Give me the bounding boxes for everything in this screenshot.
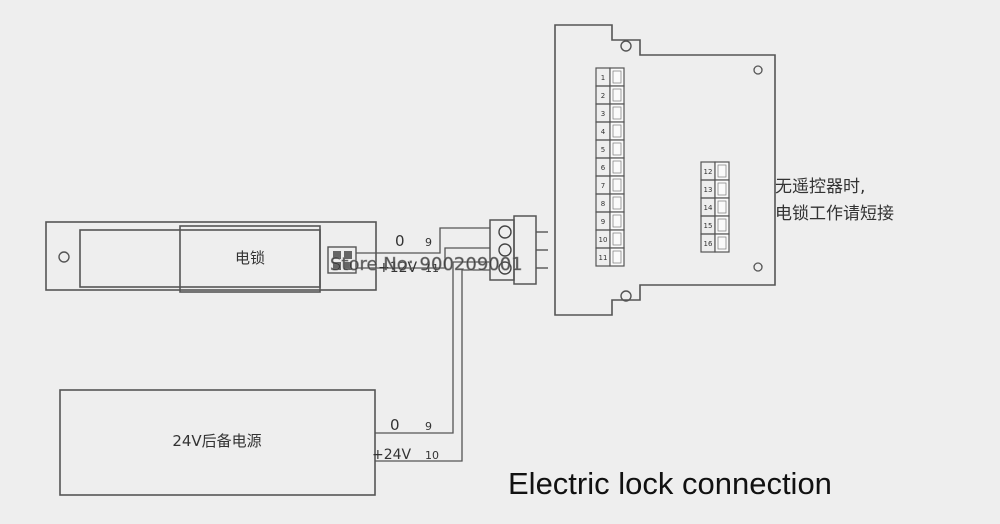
lock-terminal-screw: [333, 262, 341, 270]
main-terminal-10: 10: [595, 229, 625, 249]
power-wires: [375, 261, 490, 462]
terminal-number: 4: [601, 128, 606, 136]
power-terminal-0-label: 0: [390, 416, 400, 434]
terminal-number: 6: [601, 164, 606, 172]
terminal-number: 5: [601, 146, 605, 154]
controller-mount-hole: [753, 65, 763, 75]
main-terminal-9: 9: [595, 211, 625, 231]
power-terminal-10-label: 10: [425, 449, 439, 462]
main-terminal-4: 4: [595, 121, 625, 141]
lock-terminal-screw: [344, 251, 352, 259]
main-terminal-strip: 1 2 3 4 5 6 7 8 9 10 11: [595, 67, 625, 267]
main-terminal-8: 8: [595, 193, 625, 213]
side-terminal-14: 14: [700, 197, 730, 217]
terminal-number: 16: [704, 240, 713, 248]
backup-power-box: [59, 389, 376, 496]
lock-label: 电锁: [235, 249, 265, 267]
main-terminal-5: 5: [595, 139, 625, 159]
connector-screw-1: [498, 225, 512, 239]
lock-mount-plate: [45, 221, 377, 291]
side-terminal-13: 13: [700, 179, 730, 199]
lock-terminal-0-label: 0: [395, 232, 405, 250]
connector-screw-2: [498, 243, 512, 257]
main-terminal-1: 1: [595, 67, 625, 87]
terminal-number: 9: [601, 218, 605, 226]
power-wire-0: [375, 261, 490, 434]
side-terminal-16: 16: [700, 233, 730, 253]
main-terminal-6: 6: [595, 157, 625, 177]
lock-body: [79, 229, 321, 288]
store-watermark: Store No: 900209001: [330, 254, 523, 275]
lock-terminal-12v-label: +12V: [378, 260, 418, 276]
controller-mount-hole: [753, 262, 763, 272]
lock-label-box: [179, 225, 321, 293]
note-line-1: 无遥控器时,: [775, 177, 865, 197]
backup-power-label: 24V后备电源: [172, 432, 261, 450]
lock-terminal-block: [327, 246, 357, 274]
main-terminal-2: 2: [595, 85, 625, 105]
terminal-number: 15: [704, 222, 713, 230]
controller-outline: [554, 24, 776, 316]
terminal-number: 3: [601, 110, 605, 118]
main-terminal-11: 11: [595, 247, 625, 267]
connector-screw-3: [498, 261, 512, 275]
lock-wire-0: [356, 227, 490, 254]
terminal-number: 13: [704, 186, 713, 194]
main-terminal-7: 7: [595, 175, 625, 195]
terminal-number: 8: [601, 200, 605, 208]
side-terminal-strip: 12 13 14 15 16: [700, 161, 730, 253]
caption-title: Electric lock connection: [508, 466, 832, 501]
lock-wires: [356, 227, 490, 269]
main-terminal-3: 3: [595, 103, 625, 123]
terminal-number: 14: [704, 204, 713, 212]
lock-terminal-9-label: 9: [425, 236, 432, 249]
backup-power-unit: 24V后备电源: [59, 389, 376, 496]
power-terminal-9-label: 9: [425, 420, 432, 433]
power-terminal-24v-label: +24V: [372, 447, 412, 463]
terminal-number: 7: [601, 182, 605, 190]
lock-terminal-screw: [344, 262, 352, 270]
terminal-number: 2: [601, 92, 605, 100]
electric-lock-unit: 电锁: [45, 221, 377, 293]
lock-mount-hole: [58, 251, 70, 263]
note-line-2: 电锁工作请短接: [775, 204, 894, 224]
controller-mount-hole: [620, 290, 632, 302]
lock-wire-12v: [356, 247, 490, 269]
terminal-number: 11: [599, 254, 608, 262]
lock-terminal-screw: [333, 251, 341, 259]
terminal-number: 12: [704, 168, 713, 176]
side-terminal-12: 12: [700, 161, 730, 181]
side-terminal-15: 15: [700, 215, 730, 235]
controller-mount-hole: [620, 40, 632, 52]
power-wire-24v: [375, 269, 490, 462]
terminal-number: 10: [599, 236, 608, 244]
terminal-number: 1: [601, 74, 605, 82]
plug-connector: [489, 215, 548, 285]
lock-terminal-11-label: 11: [425, 262, 439, 275]
